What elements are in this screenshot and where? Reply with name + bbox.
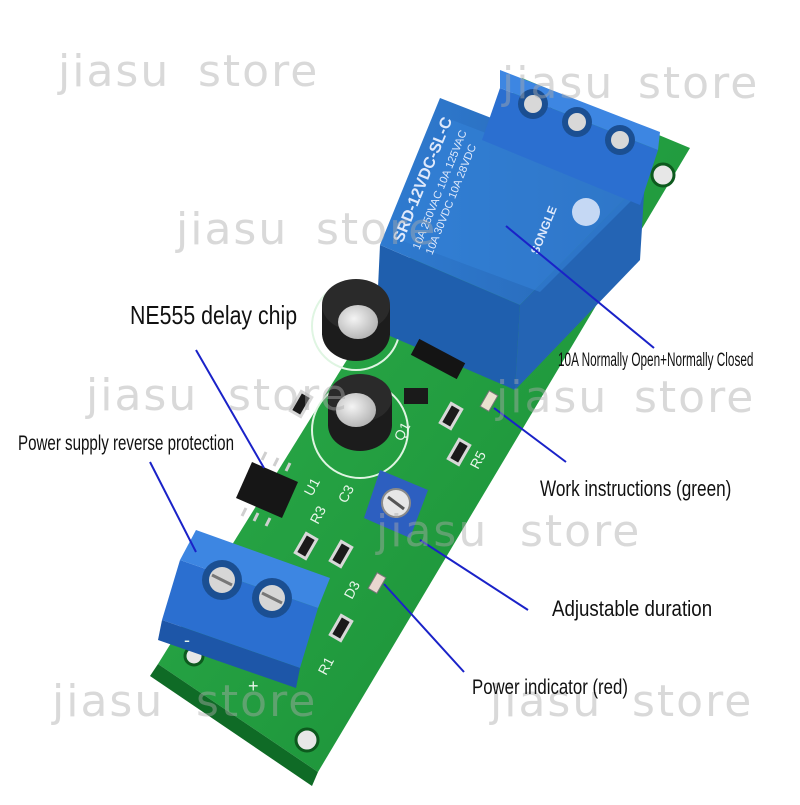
watermark-jiasu: jiasu	[176, 204, 289, 255]
green-led	[479, 390, 499, 412]
ne555-chip	[236, 451, 298, 527]
power-terminal-block	[158, 530, 330, 688]
watermark-jiasu: jiasu	[502, 58, 615, 109]
watermark-jiasu: jiasu	[490, 676, 603, 727]
watermark-jiasu: jiasu	[58, 46, 171, 97]
callout-ne555-delay-chip: NE555 delay chip	[130, 300, 298, 330]
electrolytic-capacitor	[328, 374, 392, 451]
silkscreen-r3: R3	[307, 503, 330, 527]
watermark-store: store	[196, 676, 318, 727]
watermark-store: store	[228, 370, 350, 421]
leader-line-reverse	[149, 461, 197, 553]
mounting-hole	[294, 727, 320, 753]
diode	[410, 338, 466, 380]
silkscreen-minus: -	[184, 630, 190, 650]
red-led	[367, 572, 387, 594]
silkscreen-plus: +	[248, 676, 259, 696]
watermark-store: store	[638, 58, 760, 109]
silkscreen-u1: U1	[301, 475, 324, 499]
leader-line-chip	[195, 349, 265, 469]
silkscreen-r5: R5	[467, 448, 490, 472]
relay-logo	[572, 198, 600, 226]
watermark-jiasu: jiasu	[376, 506, 489, 557]
watermark-jiasu: jiasu	[86, 370, 199, 421]
watermark-store: store	[316, 204, 438, 255]
leader-line-relay	[505, 225, 655, 349]
smd-resistor	[288, 389, 472, 643]
transistor	[404, 388, 428, 404]
watermark-store: store	[632, 676, 754, 727]
callout-power-indicator-red: Power indicator (red)	[472, 676, 628, 699]
watermark-jiasu: jiasu	[496, 372, 609, 423]
callout-power-supply-reverse-protection: Power supply reverse protection	[18, 432, 234, 455]
callout-work-instructions-green: Work instructions (green)	[540, 476, 732, 501]
callout-adjustable-duration: Adjustable duration	[552, 596, 713, 621]
watermark-store: store	[520, 506, 642, 557]
silkscreen-q1: Q1	[391, 419, 414, 443]
watermark-jiasu: jiasu	[52, 676, 165, 727]
silkscreen-c3: C3	[335, 482, 358, 506]
mounting-hole	[650, 162, 676, 188]
watermark-store: store	[198, 46, 320, 97]
silkscreen-d3: D3	[341, 578, 364, 602]
relay: SRD-12VDC-SL-C 10A 250VAC 10A 125VAC 10A…	[376, 70, 660, 390]
silkscreen-r1: R1	[315, 654, 338, 678]
leader-line-work-led	[493, 407, 567, 463]
electrolytic-capacitor	[322, 279, 390, 361]
potentiometer	[364, 470, 428, 538]
watermark-store: store	[634, 372, 756, 423]
leader-line-duration	[419, 539, 529, 611]
callout-relay-contacts: 10A Normally Open+Normally Closed	[558, 350, 754, 371]
leader-line-power-led	[383, 583, 465, 673]
